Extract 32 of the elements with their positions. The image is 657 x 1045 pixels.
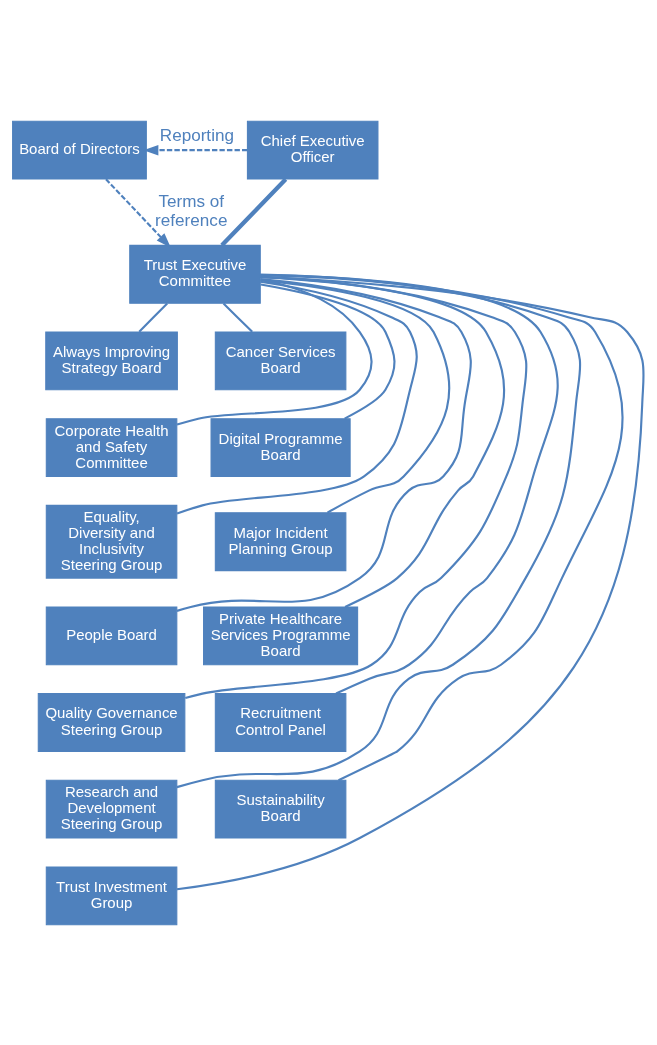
connector bbox=[176, 272, 582, 788]
node-box: Sustainability Board bbox=[214, 779, 347, 839]
node-box: Trust Executive Committee bbox=[129, 244, 261, 304]
connector bbox=[176, 275, 645, 890]
node-box: Chief Executive Officer bbox=[246, 120, 379, 180]
connector bbox=[260, 278, 451, 514]
node-box: People Board bbox=[45, 605, 178, 665]
node-box: Equality, Diversity and Inclusivity Steering Group bbox=[45, 504, 178, 579]
node-box: Corporate Health and Safety Committee bbox=[45, 417, 178, 477]
connector bbox=[176, 280, 418, 514]
node-box: Cancer Services Board bbox=[214, 331, 347, 390]
connector bbox=[220, 177, 288, 247]
node-box: Always Improving Strategy Board bbox=[45, 331, 178, 390]
connector bbox=[138, 302, 168, 333]
node-box: Quality Governance Steering Group bbox=[37, 692, 186, 752]
node-box: Recruitment Control Panel bbox=[214, 692, 347, 752]
node-box: Trust Investment Group bbox=[45, 865, 178, 925]
connector bbox=[222, 302, 253, 333]
edge-label: Reporting bbox=[159, 125, 234, 145]
node-box: Research and Development Steering Group bbox=[45, 779, 178, 839]
edge-label: Terms of reference bbox=[155, 191, 228, 230]
connector bbox=[185, 275, 528, 699]
node-box: Private Healthcare Services Programme Board bbox=[203, 605, 359, 665]
connector bbox=[260, 275, 506, 608]
node-box: Major Incident Planning Group bbox=[214, 511, 347, 571]
connector bbox=[176, 277, 472, 612]
node-box: Digital Programme Board bbox=[210, 417, 351, 477]
arrow bbox=[143, 144, 248, 155]
arrow bbox=[105, 177, 171, 248]
connector bbox=[260, 273, 624, 781]
node-box: Board of Directors bbox=[12, 120, 147, 180]
connector bbox=[260, 282, 396, 420]
